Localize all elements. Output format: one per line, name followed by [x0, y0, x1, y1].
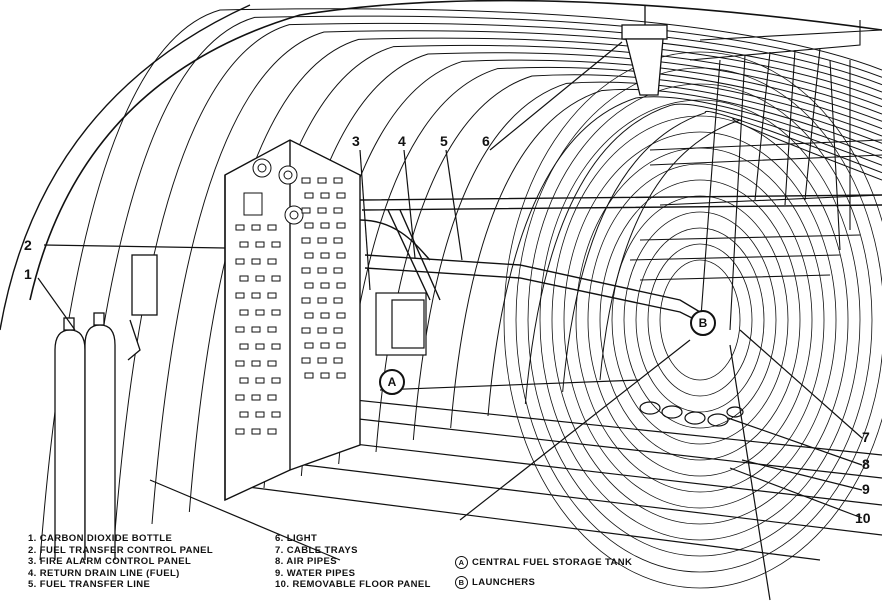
legend-item: 10. REMOVABLE FLOOR PANEL: [275, 579, 431, 591]
floor-lines: [149, 379, 882, 561]
marker-a: A: [379, 369, 405, 395]
callout-3: 3: [352, 133, 360, 149]
overhead-pipes: [359, 194, 882, 323]
legend-item: 4. RETURN DRAIN LINE (FUEL): [28, 567, 180, 579]
legend-item: 1. CARBON DIOXIDE BOTTLE: [28, 533, 173, 544]
callout-9: 9: [862, 481, 870, 497]
alarm-box: [375, 292, 427, 356]
callout-6: 6: [482, 133, 490, 149]
legend-item: 6. LIGHT: [275, 533, 318, 544]
marker-b: B: [690, 310, 716, 336]
tunnel-rings: [503, 51, 882, 589]
marker-b-icon: B: [455, 575, 468, 589]
legend-item: 5. FUEL TRANSFER LINE: [28, 579, 151, 591]
callout-2: 2: [24, 237, 32, 253]
legend-col-1: 1. CARBON DIOXIDE BOTTLE 2. FUEL TRANSFE…: [28, 533, 213, 591]
legend-item: 7. CABLE TRAYS: [275, 544, 358, 556]
leader-lines: [37, 41, 863, 601]
light-fixture: [621, 5, 668, 96]
callout-5: 5: [440, 133, 448, 149]
cable-trays-ceiling: [629, 20, 882, 331]
callout-7: 7: [862, 429, 870, 445]
callout-10: 10: [855, 510, 871, 526]
panel-switches: [235, 158, 346, 435]
marker-a-icon: A: [455, 555, 468, 569]
floor-pipes: [639, 401, 744, 427]
callout-4: 4: [398, 133, 406, 149]
legend-item: 9. WATER PIPES: [275, 567, 356, 579]
legend-item: 3. FIRE ALARM CONTROL PANEL: [28, 556, 192, 568]
callout-8: 8: [862, 456, 870, 472]
legend-item: 8. AIR PIPES: [275, 556, 337, 568]
co2-bottles: [54, 254, 158, 560]
callout-1: 1: [24, 266, 32, 282]
legend-col-2: 6. LIGHT 7. CABLE TRAYS 8. AIR PIPES 9. …: [275, 533, 431, 591]
legend-item: 2. FUEL TRANSFER CONTROL PANEL: [28, 544, 214, 556]
